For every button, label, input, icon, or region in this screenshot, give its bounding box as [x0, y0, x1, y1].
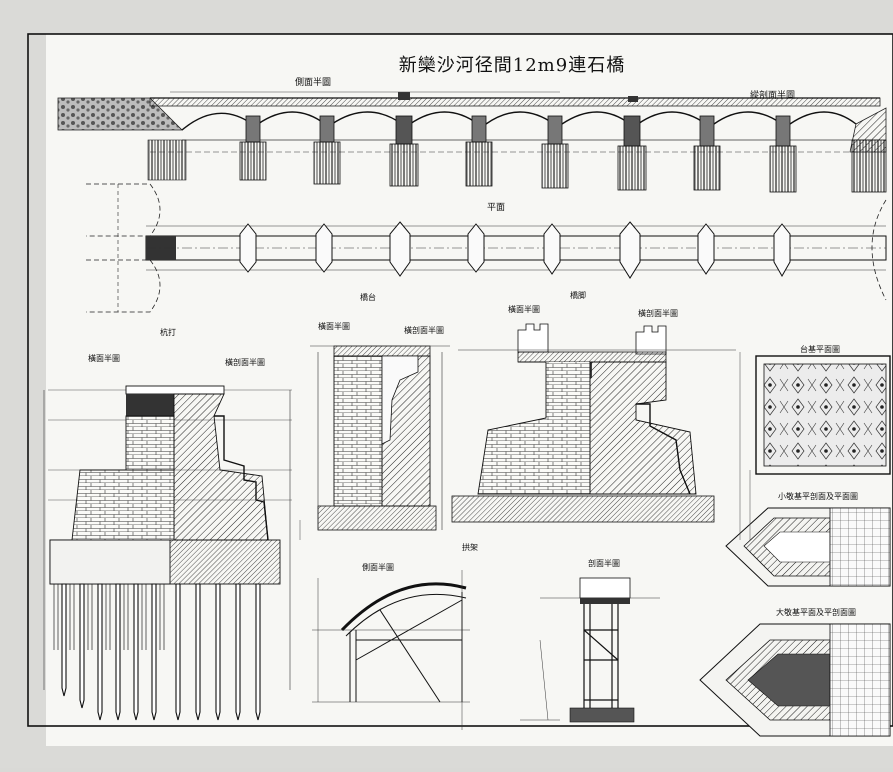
arch-centering-label: 拱架 [462, 542, 478, 552]
large-pier-foundation: 大敬基平面及平剖面圖 [699, 607, 891, 737]
side-elevation-label: 側面半圖 [295, 76, 331, 88]
front-half-c-label: 橫面半圖 [508, 304, 540, 314]
front-half-a-label: 橫面半圖 [88, 353, 120, 363]
pier-section-large [43, 385, 292, 721]
pier-section-small [451, 323, 736, 523]
dimension-lines [170, 91, 751, 540]
border-frame [27, 33, 893, 727]
cross-section-half-b-label: 橫剖面半圖 [404, 325, 444, 335]
small-pier-foundation-label: 小敬基平剖面及平面圖 [778, 491, 858, 501]
pier-label: 橋脚 [570, 290, 586, 300]
front-half-b-label: 橫面半圖 [318, 321, 350, 331]
foundation-plan: 台基平面圖 [755, 344, 891, 475]
small-pier-foundation: 小敬基平剖面及平面圖 [725, 491, 891, 587]
bridge-plan: 平面 橋台 橋脚 [86, 183, 887, 313]
centering-side-label: 側面半圖 [362, 562, 394, 572]
cross-section-half-c-label: 橫剖面半圖 [638, 308, 678, 318]
abutment-section [310, 345, 450, 531]
abutment-label: 橋台 [360, 292, 376, 302]
arch-centering: 拱架 側面半圖 剖面半圖 [312, 542, 660, 730]
cross-section-half-a-label: 橫剖面半圖 [225, 357, 265, 367]
centering-section-label: 剖面半圖 [588, 558, 620, 568]
drawing-title: 新欒沙河径間12m9連石橋 [399, 55, 625, 76]
large-pier-foundation-label: 大敬基平面及平剖面圖 [776, 607, 856, 617]
piling-label: 杭打 [160, 327, 176, 337]
bridge-elevation: 側面半圖 縱剖面半圖 [57, 76, 887, 193]
foundation-plan-label: 台基平面圖 [800, 344, 840, 354]
plan-label: 平面 [487, 202, 505, 213]
